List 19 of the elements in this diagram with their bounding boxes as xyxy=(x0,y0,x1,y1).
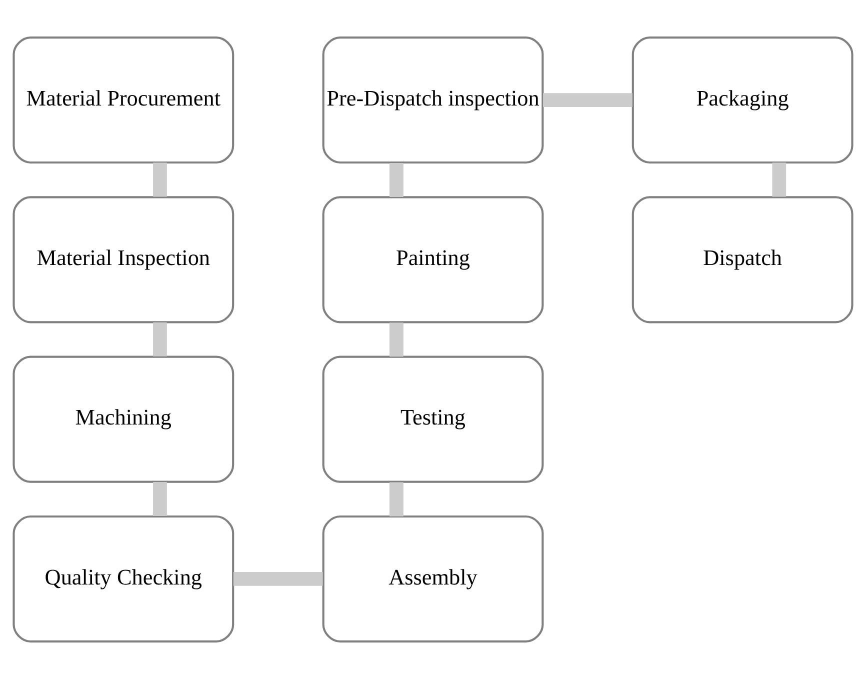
node-box: Material Inspection xyxy=(12,196,234,323)
connector xyxy=(390,322,404,356)
node-box: Machining xyxy=(12,355,234,482)
connector xyxy=(390,482,404,516)
node-box: Material Procurement xyxy=(12,36,234,164)
node-box: Testing xyxy=(322,355,544,482)
connector xyxy=(772,162,786,196)
connector xyxy=(153,162,167,196)
connector xyxy=(153,481,167,516)
connector xyxy=(390,162,404,197)
node-box: Quality Checking xyxy=(12,514,234,642)
connector xyxy=(543,92,632,106)
node-box: Assembly xyxy=(322,514,544,642)
node-box: Dispatch xyxy=(632,196,854,323)
node-box: Painting xyxy=(322,196,544,323)
connector xyxy=(153,322,167,356)
connector xyxy=(233,572,323,586)
node-box: Packaging xyxy=(632,36,854,164)
node-box: Pre-Dispatch inspection xyxy=(322,36,544,164)
